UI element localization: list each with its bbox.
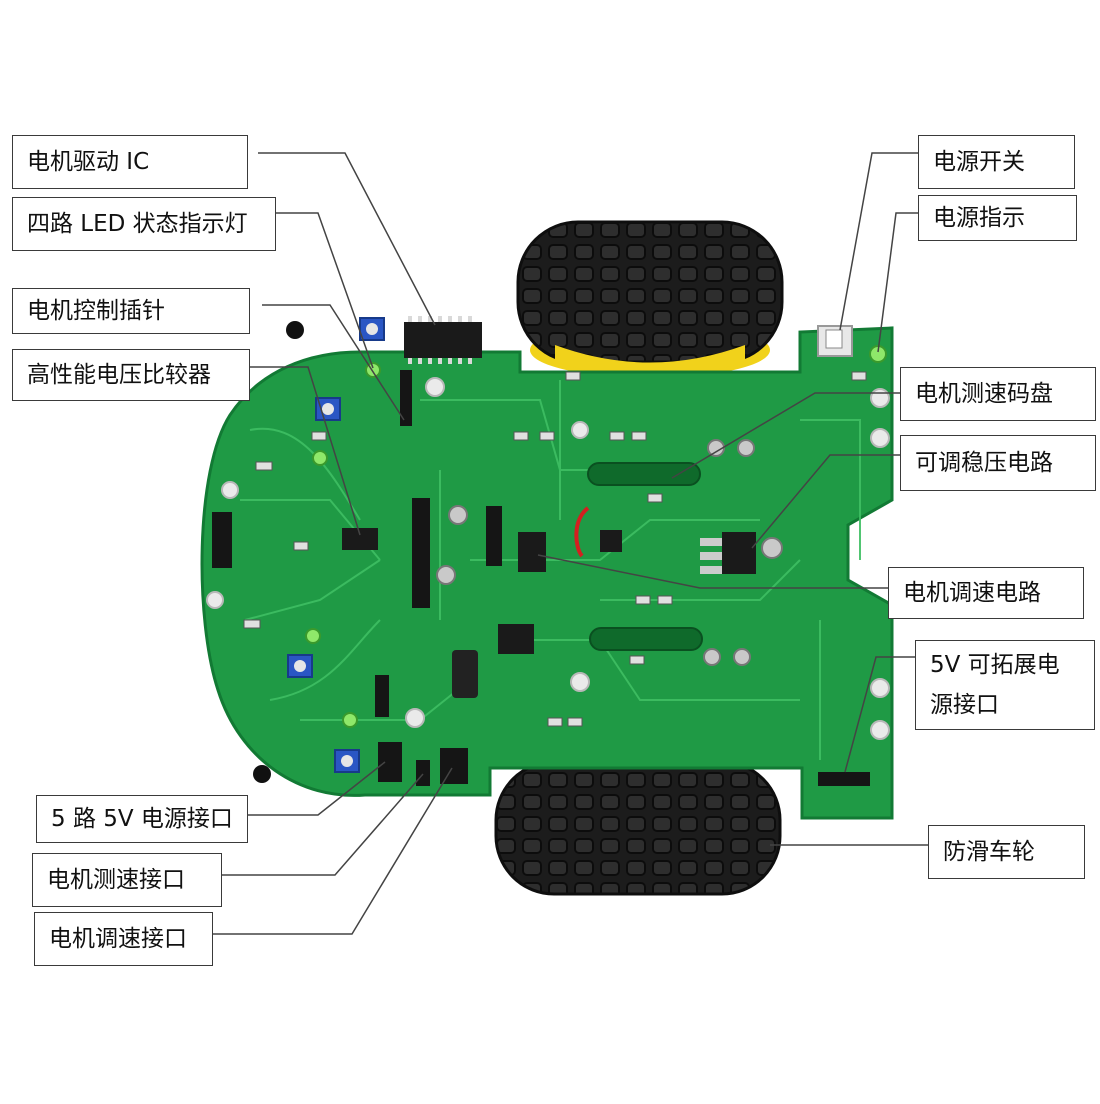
label-speed-control-circuit: 电机调速电路 <box>888 567 1084 619</box>
label-anti-slip-wheel: 防滑车轮 <box>928 825 1085 879</box>
label-speed-control-port: 电机调速接口 <box>34 912 213 966</box>
label-speed-measure-port: 电机测速接口 <box>32 853 222 907</box>
label-voltage-comparator: 高性能电压比较器 <box>12 349 250 401</box>
label-motor-control-pins: 电机控制插针 <box>12 288 250 334</box>
label-power-switch: 电源开关 <box>918 135 1075 189</box>
label-power-port-5way: 5 路 5V 电源接口 <box>36 795 248 843</box>
label-speed-disc: 电机测速码盘 <box>900 367 1096 421</box>
label-motor-driver-ic: 电机驱动 IC <box>12 135 248 189</box>
top-wheel <box>516 220 784 378</box>
label-power-indicator: 电源指示 <box>918 195 1077 241</box>
pcb-board <box>200 316 894 820</box>
label-adjustable-regulator: 可调稳压电路 <box>900 435 1096 491</box>
label-expansion-port: 5V 可拓展电 源接口 <box>915 640 1095 730</box>
callout-lines <box>213 152 928 935</box>
label-led-status: 四路 LED 状态指示灯 <box>12 197 276 251</box>
